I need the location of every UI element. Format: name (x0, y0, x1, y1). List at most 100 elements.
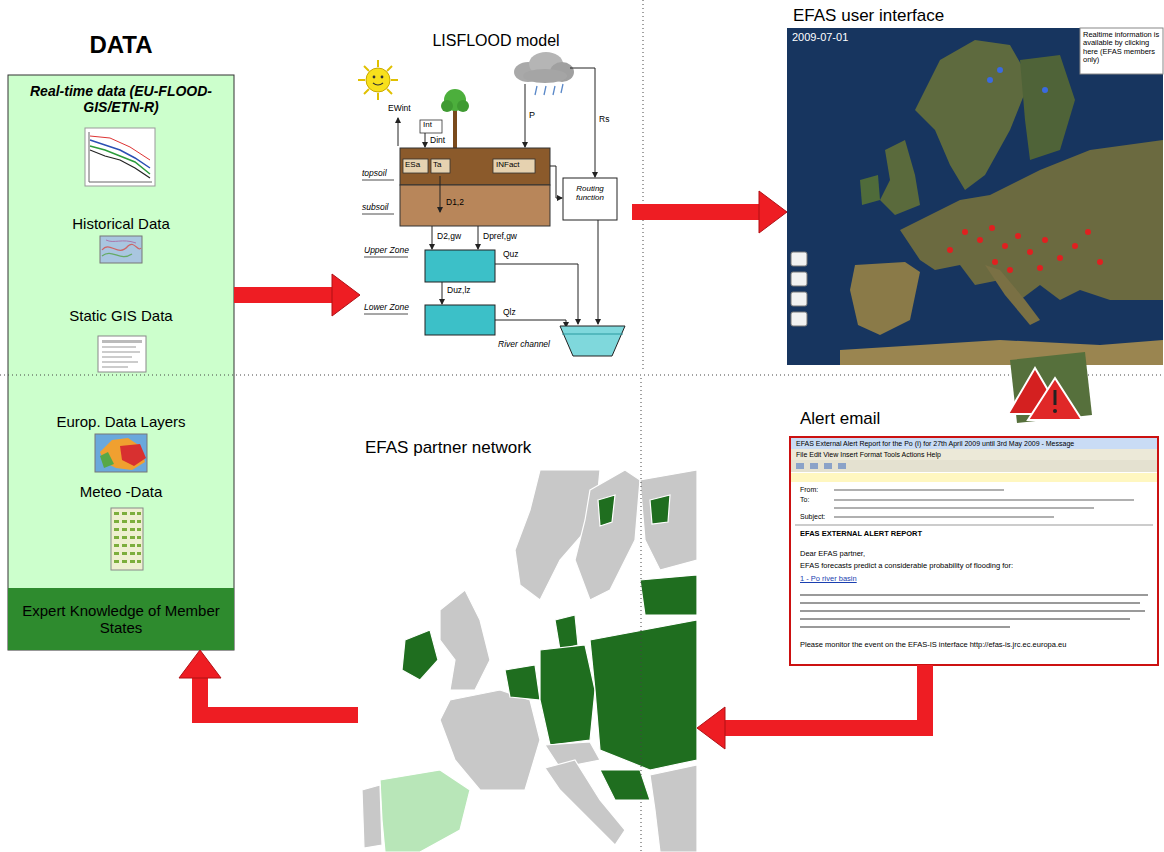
cloud-symbol (535, 86, 537, 95)
partner-network-map (440, 590, 490, 690)
flux-lines (442, 282, 443, 304)
meteo-grid-icon (114, 560, 119, 563)
meteo-grid-icon (114, 536, 119, 539)
data-panel (8, 75, 234, 650)
arrow-shaft (200, 678, 358, 715)
panel-title: LISFLOOD model (360, 32, 632, 50)
alert-email-screenshot (791, 473, 1157, 482)
meteo-grid-icon (130, 560, 135, 563)
alert-email-screenshot (824, 463, 832, 469)
alert-email-screenshot (800, 594, 1148, 596)
meteo-grid-icon (122, 520, 127, 523)
efas-interface-screenshot (1027, 249, 1033, 255)
river-channel-symbol (560, 326, 625, 356)
partner-network-map (402, 630, 438, 680)
tree-symbol (441, 100, 453, 112)
soil-layers (403, 159, 428, 173)
arrow-shaft (725, 665, 925, 728)
europe-layers-icon (100, 452, 114, 468)
efas-interface-screenshot (787, 28, 1163, 365)
historical-map-icon (106, 240, 136, 243)
meteo-grid-icon (130, 512, 135, 515)
arrow-head (759, 191, 787, 233)
partner-network-map (540, 645, 595, 745)
flux-lines (478, 226, 479, 249)
meteo-grid-icon (114, 512, 119, 515)
sun-symbol (391, 79, 398, 81)
cloud-symbol (544, 86, 546, 95)
realtime-chart-icon (89, 132, 90, 182)
email-link: 1 - Po river basin (800, 575, 857, 583)
meteo-grid-icon (130, 528, 135, 531)
alert-email-screenshot (800, 626, 1010, 628)
interception-box (420, 120, 442, 133)
alert-email-screenshot (838, 463, 846, 469)
email-text: EFAS EXTERNAL ALERT REPORT (800, 530, 922, 538)
cloud-symbol (561, 84, 563, 93)
historical-map-icon (102, 244, 141, 250)
realtime-chart-icon (85, 128, 155, 186)
flux-label: Quz (503, 250, 519, 260)
static-gis-icon (98, 336, 146, 372)
meteo-grid-icon (122, 536, 127, 539)
tree-symbol (441, 89, 469, 148)
soil-layers (362, 214, 394, 215)
meteo-grid-icon (114, 512, 141, 563)
layer-label: subsoil (362, 203, 388, 213)
river-channel-symbol (560, 326, 625, 356)
store-label: Int (423, 121, 432, 130)
header-field: To: (800, 496, 809, 504)
block-arrow (179, 650, 358, 715)
flux-lines (570, 68, 595, 177)
meteo-grid-icon (114, 528, 119, 531)
efas-interface-screenshot (977, 237, 983, 243)
sun-symbol (381, 76, 384, 79)
groundwater-tanks (364, 257, 408, 258)
static-gis-icon (98, 336, 146, 372)
model-panel: LISFLOOD model (360, 28, 632, 365)
flux-lines (440, 176, 441, 212)
flux-label: D1,2 (446, 198, 464, 208)
cloud-symbol (535, 84, 563, 95)
meteo-grid-icon (130, 536, 135, 539)
efas-interface-screenshot (989, 225, 995, 231)
flux-lines (495, 264, 578, 324)
alert-email-screenshot (796, 463, 846, 469)
meteo-grid-icon (114, 520, 119, 523)
warning-icon (1008, 352, 1092, 423)
soil-layers (362, 148, 550, 226)
data-item: Real-time data (EU-FLOOD-GIS/ETN-R) (12, 83, 230, 115)
store-label: INFact (496, 161, 520, 170)
partner-network-map (505, 665, 540, 700)
meteo-grid-icon (137, 552, 141, 555)
partner-network-map (440, 690, 540, 790)
partner-network-map (650, 765, 697, 852)
flux-lines (398, 118, 399, 146)
alert-email-screenshot (800, 594, 1148, 628)
efas-interface-screenshot (992, 259, 998, 265)
store-label: ESa (405, 161, 420, 170)
efas-interface-screenshot (791, 252, 807, 266)
partner-network-map (362, 470, 697, 852)
efas-interface-screenshot (900, 140, 1163, 300)
meteo-grid-icon (130, 520, 135, 523)
partner-network-map (590, 620, 697, 770)
efas-interface-screenshot (987, 67, 1048, 93)
data-item: Meteo -Data (8, 483, 234, 500)
flux-label: Duz,lz (447, 286, 471, 296)
historical-map-icon (102, 253, 132, 256)
groundwater-tanks (425, 250, 495, 282)
expert-band: Expert Knowledge of Member States (8, 588, 234, 650)
flux-label: P (529, 110, 535, 120)
meteo-grid-icon (137, 520, 141, 523)
efas-interface-screenshot (915, 40, 1030, 190)
sun-symbol (373, 83, 383, 85)
efas-interface-screenshot (1072, 243, 1078, 249)
layer-label: River channel (498, 340, 550, 350)
europe-layers-icon (120, 444, 146, 466)
sun-symbol (377, 93, 379, 100)
static-gis-icon (102, 366, 128, 368)
efas-interface-screenshot (985, 265, 1040, 325)
partner-network-map (555, 615, 578, 650)
